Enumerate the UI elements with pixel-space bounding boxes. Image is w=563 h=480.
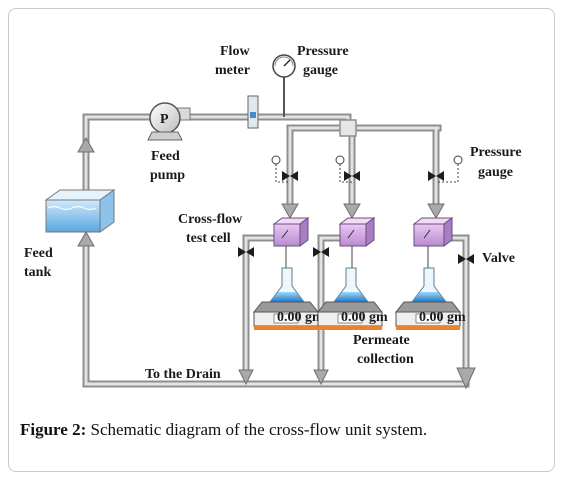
caption-prefix: Figure 2: [20,420,87,439]
pump-symbol: P [160,112,169,127]
label-drain: To the Drain [145,367,221,382]
test-cell-2 [338,217,376,247]
label-feed-pump-1: Feed [151,149,180,164]
balance-readout-2: 0.00 gm [341,310,388,325]
valve-ret-2 [313,247,321,257]
flow-meter [247,95,259,129]
balances: 0.00 gm 0.00 gm 0.00 gm [252,267,466,330]
balance-readout-3: 0.00 gm [419,310,466,325]
gauge-small-2 [335,155,352,183]
feed-pump: P [147,102,191,141]
label-feed-tank-2: tank [24,265,51,280]
small-gauges [271,155,463,183]
diagram-labels: Flow meter Pressure gauge Feed pump Pres… [24,44,522,382]
label-feed-pump-2: pump [150,168,185,183]
label-permeate-1: Permeate [353,333,410,348]
balance-2: 0.00 gm [316,267,388,330]
label-pressure-gauge-right-2: gauge [478,165,513,180]
arrow-up-tank [77,230,95,247]
valves [238,171,474,264]
pressure-gauge-top [272,54,296,117]
valve-ret-1 [238,247,246,257]
flow-arrows [77,136,476,390]
gauge-small-3 [436,155,463,183]
label-feed-tank-1: Feed [24,246,53,261]
valve-feed-1 [282,171,290,181]
label-valve: Valve [482,251,515,266]
label-pressure-gauge-right-1: Pressure [470,145,522,160]
header-junction [339,119,357,137]
valve-ret-3 [458,254,466,264]
caption-text: Schematic diagram of the cross-flow unit… [86,420,428,439]
arrow-down-cell2 [343,203,361,220]
arrow-drain-3 [456,367,476,390]
figure-caption: Figure 2: Schematic diagram of the cross… [20,420,427,440]
label-cross-flow-2: test cell [186,231,231,246]
label-permeate-2: collection [357,352,414,367]
arrow-drain-2 [313,369,329,386]
feed-tank [44,189,116,233]
arrow-up-left [77,136,95,153]
valve-feed-2 [344,171,352,181]
test-cells [272,217,454,247]
piping [82,113,470,388]
label-flow-meter-2: meter [215,63,250,78]
label-pressure-gauge-top-1: Pressure [297,44,349,59]
balance-readout-1: 0.00 gm [277,310,324,325]
label-cross-flow-1: Cross-flow [178,212,243,227]
arrow-drain-1 [238,369,254,386]
label-pressure-gauge-top-2: gauge [303,63,338,78]
gauge-small-1 [271,155,290,183]
arrow-down-cell3 [427,203,445,220]
test-cell-1 [272,217,310,247]
arrow-down-cell1 [281,203,299,220]
balance-3: 0.00 gm [394,267,466,330]
permeate-lines [285,246,429,290]
balance-1: 0.00 gm [252,267,324,330]
test-cell-3 [412,217,454,247]
label-flow-meter-1: Flow [220,44,250,59]
valve-feed-3 [428,171,436,181]
